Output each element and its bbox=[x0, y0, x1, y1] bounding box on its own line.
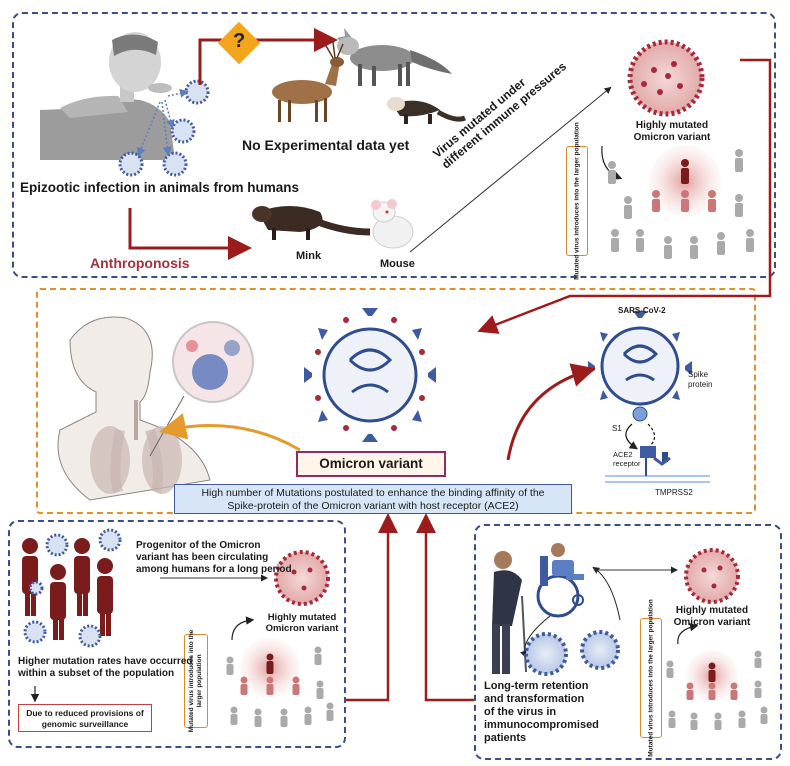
long-term-retention-label: Long-term retention and transformation o… bbox=[484, 680, 599, 744]
aerosol-viruses bbox=[118, 79, 210, 177]
connector-br-to-middle bbox=[416, 513, 474, 702]
arrow-into-population-bl bbox=[231, 616, 255, 641]
omicron-virus-bottom-left bbox=[274, 550, 330, 606]
mutations-box: High number of Mutations postulated to e… bbox=[174, 484, 572, 514]
connector-bl-to-middle bbox=[346, 513, 398, 702]
sars-cov-2-virus bbox=[588, 311, 692, 422]
question-mark-label: ? bbox=[233, 30, 246, 52]
higher-mutation-rates-label: Higher mutation rates have occurred with… bbox=[18, 656, 193, 679]
patient-lungs-figure bbox=[57, 316, 211, 501]
arrow-retention-loop-1 bbox=[520, 615, 551, 658]
deer-figure bbox=[272, 41, 344, 122]
magnified-virus-inset bbox=[149, 321, 254, 457]
introduces-box-br: Mutated virus introduces into the larger… bbox=[640, 599, 662, 757]
tmprss2-label: TMPRSS2 bbox=[655, 488, 693, 497]
wheelchair-figure bbox=[536, 543, 584, 618]
bottom-left-panel bbox=[8, 520, 346, 748]
arrow-to-patient bbox=[159, 413, 301, 452]
spike-protein-label: Spike protein bbox=[688, 370, 713, 389]
ace2-receptor-label: ACE2 receptor bbox=[613, 450, 641, 468]
mouse-label: Mouse bbox=[380, 258, 415, 270]
bottom-left-small-viruses bbox=[23, 528, 122, 648]
top-panel bbox=[12, 12, 776, 278]
arrow-to-mink bbox=[128, 208, 252, 260]
arrow-mutation bbox=[409, 86, 612, 253]
coughing-human-figure bbox=[40, 32, 175, 160]
elderly-man-figure bbox=[492, 551, 527, 674]
omicron-virus-central bbox=[304, 308, 436, 442]
no-experimental-data-label: No Experimental data yet bbox=[242, 137, 410, 153]
arrow-retention-loop-2 bbox=[592, 566, 621, 621]
population-group-top bbox=[608, 145, 754, 259]
highly-mutated-label-top: Highly mutated Omicron variant bbox=[633, 120, 711, 143]
connector-top-to-middle bbox=[477, 58, 772, 334]
population-group-bottom-right bbox=[666, 650, 768, 730]
omicron-variant-label: Omicron variant bbox=[319, 456, 423, 471]
ace2-receptor-membrane bbox=[605, 423, 710, 483]
mouse-figure bbox=[371, 199, 414, 249]
arrow-to-sars-cov-2 bbox=[506, 363, 596, 461]
surveillance-box: Due to reduced provisions of genomic sur… bbox=[18, 704, 152, 732]
omicron-variant-box: Omicron variant bbox=[296, 451, 446, 477]
introduces-box-top: Mutated virus introduces into the larger… bbox=[566, 122, 588, 280]
arrow-into-population-top bbox=[601, 145, 623, 180]
aerosol-lines bbox=[137, 88, 189, 157]
introduces-box-bl: Mutated virus introduces into the larger… bbox=[184, 630, 208, 732]
bottom-right-panel bbox=[474, 524, 782, 760]
fox-figure bbox=[337, 28, 452, 86]
omicron-virus-bottom-right bbox=[684, 548, 740, 604]
highly-mutated-label-br: Highly mutated Omicron variant bbox=[673, 605, 751, 628]
ferret-figure bbox=[387, 97, 466, 124]
s1-label: S1 bbox=[612, 424, 622, 433]
human-figures-maroon bbox=[22, 538, 113, 640]
epizootic-label: Epizootic infection in animals from huma… bbox=[20, 180, 300, 195]
highly-mutated-label-bl: Highly mutated Omicron variant bbox=[265, 612, 339, 634]
question-diamond-icon bbox=[217, 21, 261, 65]
progenitor-label: Progenitor of the Omicron variant has be… bbox=[136, 540, 292, 575]
arrow-to-wild-animals bbox=[198, 28, 338, 85]
bottom-right-viruses bbox=[524, 630, 620, 676]
anthroponosis-label: Anthroponosis bbox=[90, 255, 190, 271]
arrow-into-population-br bbox=[677, 623, 699, 645]
mink-figure bbox=[252, 206, 371, 240]
sars-cov-2-label: SARS-CoV-2 bbox=[618, 306, 666, 315]
population-group-bottom-left bbox=[226, 638, 334, 727]
mink-label: Mink bbox=[296, 250, 322, 262]
omicron-virus-top bbox=[627, 39, 705, 117]
